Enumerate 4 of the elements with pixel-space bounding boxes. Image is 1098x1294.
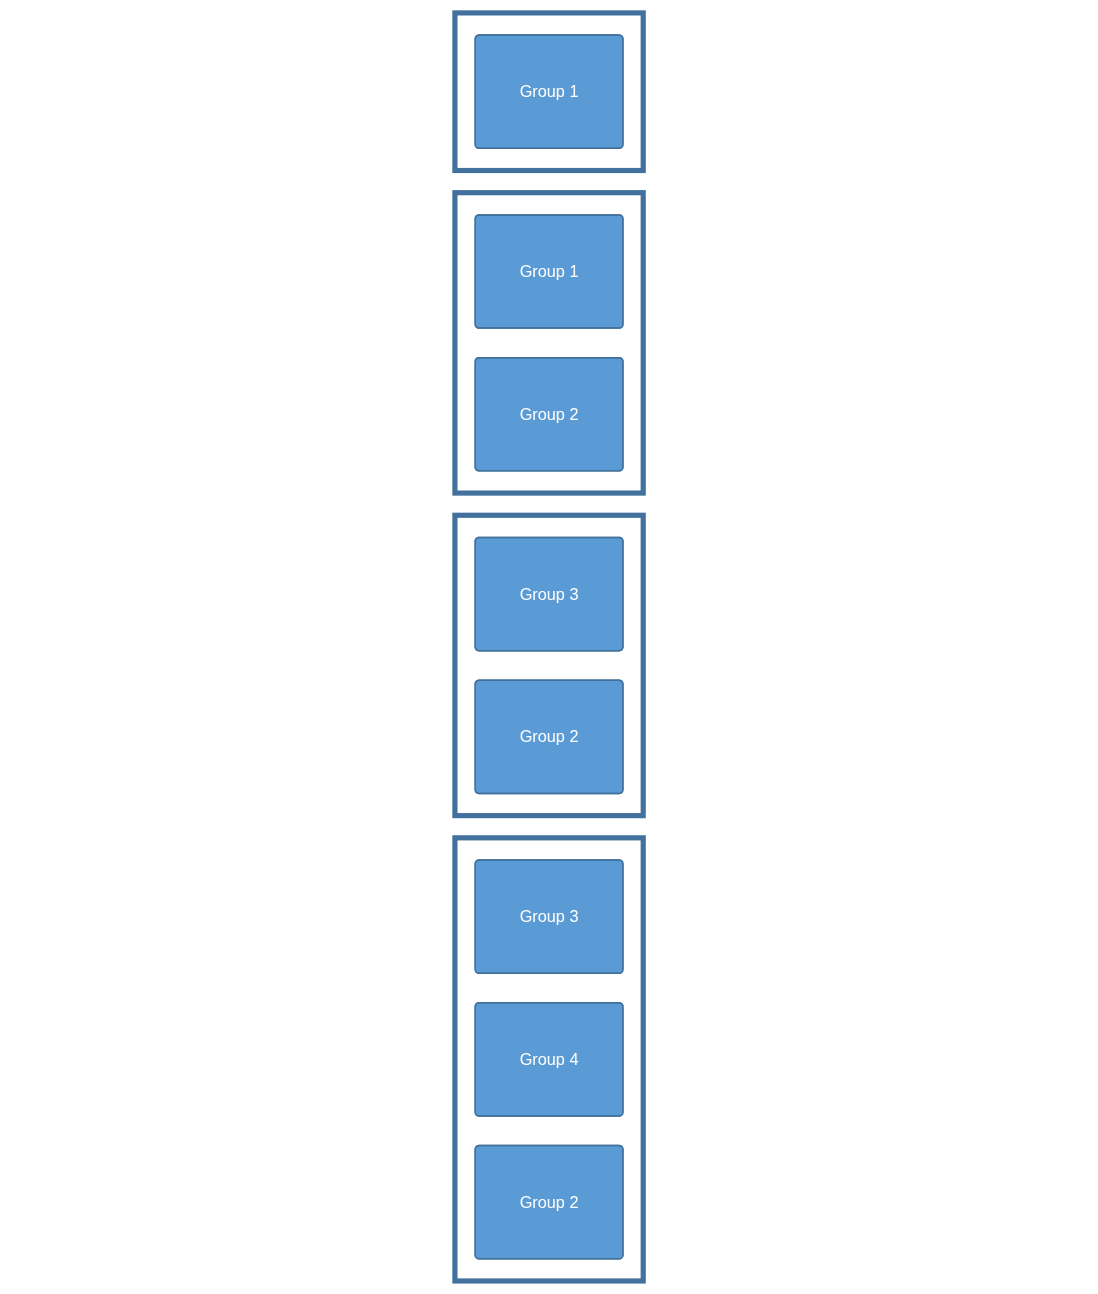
cluster — [452, 512, 646, 819]
cluster — [452, 10, 646, 174]
cluster — [452, 835, 646, 1284]
cluster — [452, 190, 646, 496]
